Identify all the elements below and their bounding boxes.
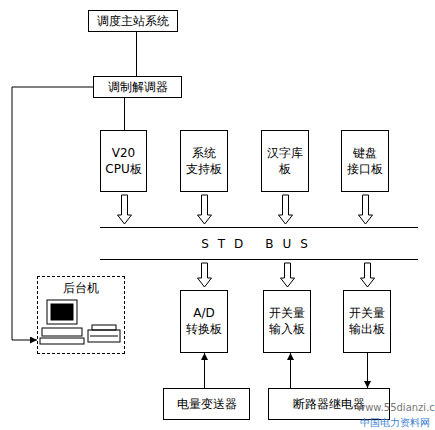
node-label: 汉字库 板 [262, 145, 308, 177]
font-board: 汉字库 板 [261, 130, 309, 192]
computer-illustration [40, 300, 120, 344]
node-label: 电量变送器 [177, 396, 237, 412]
master-station-box: 调度主站系统 [88, 10, 178, 32]
node-label: 键盘 接口板 [342, 145, 388, 177]
node-label: 断路器继电器 [293, 396, 365, 412]
bus-arrow [281, 263, 295, 287]
node-label: 调度主站系统 [97, 13, 169, 29]
connector-line [290, 353, 291, 388]
node-label: 系统 支持板 [181, 145, 227, 177]
node-label: A/D 转换板 [181, 305, 227, 337]
node-label: 开关量 输出板 [344, 305, 390, 337]
watermark: www.55dianzi.com [357, 402, 435, 413]
bus-arrow [118, 195, 132, 224]
monitor-screen [51, 304, 73, 320]
keyboard [40, 338, 84, 344]
node-label: 开关量 输入板 [264, 305, 310, 337]
node-label: 后台机 [63, 280, 99, 296]
bus-arrow [198, 263, 212, 287]
keyboard-board: 键盘 接口板 [341, 130, 389, 192]
output-board: 开关量 输出板 [343, 290, 391, 353]
connector-line [204, 353, 205, 388]
node-label: STD BUS [201, 236, 317, 252]
bus-band: STD BUS [100, 227, 418, 260]
connector-line [136, 32, 137, 76]
watermark: 中国电力资料网 [360, 416, 430, 430]
input-board: 开关量 输入板 [263, 290, 311, 353]
bus-arrow [361, 263, 375, 287]
ad-board: A/D 转换板 [180, 290, 228, 353]
computer-case [42, 328, 82, 336]
transducer-box: 电量变送器 [163, 388, 250, 420]
printer-slot [90, 336, 118, 337]
monitor [47, 300, 77, 324]
connector-line [12, 87, 93, 340]
printer [88, 330, 120, 342]
modem-box: 调制解调器 [93, 76, 182, 98]
node-label: 调制解调器 [108, 79, 168, 95]
cpu-board: V20 CPU板 [100, 130, 147, 192]
support-board: 系统 支持板 [180, 130, 228, 192]
connector-line [367, 353, 368, 388]
backend-group: 后台机 [37, 276, 125, 354]
printer-paper [92, 325, 116, 330]
connector-line [124, 98, 125, 130]
bus-arrow [359, 195, 373, 224]
node-label: V20 CPU板 [101, 145, 146, 177]
bus-arrow [279, 195, 293, 224]
bus-arrow [198, 195, 212, 224]
